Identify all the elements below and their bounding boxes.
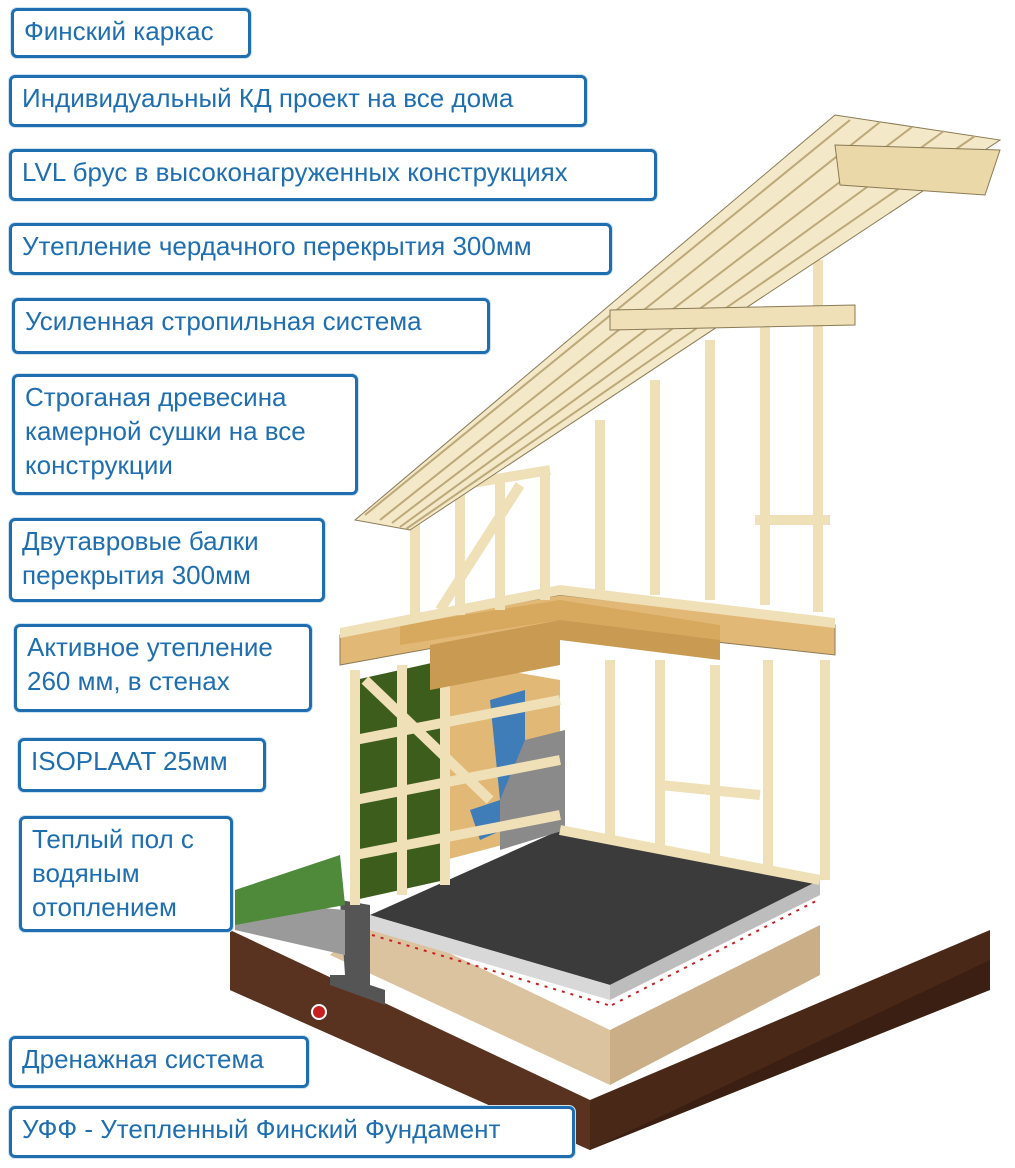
- label-finnish-foundation: УФФ - Утепленный Финский Фундамент: [9, 1106, 575, 1158]
- heating-pipe-line-right: [611, 899, 819, 1006]
- right-wall: [559, 660, 830, 885]
- lvl-ridge-beam: [834, 144, 1001, 196]
- collar-tie: [609, 304, 856, 331]
- soil-front-right: [590, 930, 990, 1150]
- ibeam: [560, 620, 720, 660]
- floor-slab: [370, 830, 820, 1006]
- grass-strip: [235, 855, 345, 925]
- wall-rail: [354, 755, 561, 805]
- gable-brace: [435, 482, 525, 613]
- label-individual-project: Индивидуальный КД проект на все дома: [9, 75, 587, 127]
- bottom-plate: [559, 825, 821, 885]
- rafter-edge: [405, 135, 976, 530]
- rafter-edge: [364, 119, 851, 516]
- eps-layer-right: [610, 925, 820, 1085]
- ibeam: [400, 600, 720, 645]
- label-planed-timber: Строганая древесина камерной сушки на вс…: [12, 374, 358, 495]
- label-lvl-beam: LVL брус в высоконагруженных конструкция…: [9, 149, 657, 201]
- drain-pipe-icon: [311, 1004, 327, 1020]
- label-isoplaat: ISOPLAAT 25мм: [18, 738, 266, 792]
- wall-brace: [361, 676, 494, 804]
- slab-edge-right: [610, 880, 820, 1000]
- wall-rail: [354, 695, 561, 745]
- foundation-block: [230, 855, 990, 1150]
- eps-layer-left: [330, 915, 610, 1085]
- label-floor-heating: Теплый пол с водяным отоплением: [19, 816, 233, 932]
- label-finnish-frame: Финский каркас: [11, 8, 251, 58]
- wall-rail: [354, 810, 561, 860]
- soil-front-left: [230, 930, 590, 1150]
- label-ibeams: Двутавровые балки перекрытия 300мм: [9, 518, 325, 602]
- label-rafter-system: Усиленная стропильная система: [12, 298, 490, 354]
- label-attic-insulation: Утепление чердачного перекрытия 300мм: [9, 223, 612, 275]
- floor-deck: [340, 585, 835, 638]
- window-sill: [659, 780, 761, 800]
- slab-edge-left: [370, 915, 610, 1000]
- slab-top: [370, 830, 820, 985]
- roof-rafters: [353, 114, 1002, 531]
- label-wall-insulation: Активное утепление 260 мм, в стенах: [14, 624, 312, 712]
- label-drainage: Дренажная система: [9, 1036, 309, 1088]
- ibeam: [430, 620, 560, 690]
- left-wall: [350, 655, 565, 905]
